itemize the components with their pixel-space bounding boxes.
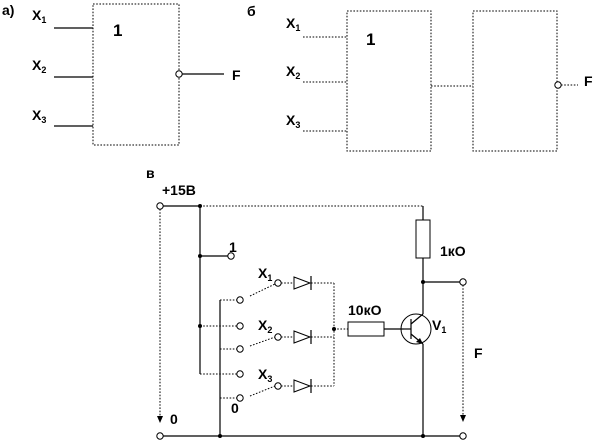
panel-b-label: б — [247, 3, 256, 19]
switch-x2-contact-0 — [236, 345, 244, 353]
load-resistor-label: 1кО — [440, 243, 466, 259]
switch-x3-blade — [249, 385, 276, 397]
switch-x1-pivot — [274, 279, 282, 287]
panel-b-inversion-bubble — [554, 81, 562, 89]
switch-x2-pivot — [274, 333, 282, 341]
switch-x2-contact-1 — [236, 322, 244, 330]
panel-b-input-x2: X2 — [286, 63, 300, 81]
switch-x3-contact-0 — [236, 394, 244, 402]
ground-arrow — [157, 416, 163, 423]
panel-a-input-x2: X2 — [32, 57, 46, 75]
supply-voltage-label: +15В — [162, 182, 196, 198]
switch-x1-blade — [249, 283, 276, 297]
diode-1 — [293, 276, 312, 290]
panel-b-input-x1: X1 — [286, 15, 300, 33]
panel-a-inversion-bubble — [175, 70, 183, 78]
switch-x3-contact-1 — [236, 370, 244, 378]
panel-b-input-x3: X3 — [286, 112, 300, 130]
transistor-emitter-arrow — [416, 338, 423, 344]
logic-one-terminal — [227, 252, 235, 260]
panel-b: б 1 X1 X2 X3 F — [247, 3, 593, 152]
switch-x3-label: X3 — [258, 366, 272, 384]
supply-terminal — [156, 202, 164, 210]
panel-a: а) 1 X1 X2 X3 F — [2, 2, 241, 146]
panel-a-input-x1: X1 — [32, 7, 46, 25]
transistor-collector — [410, 313, 424, 325]
diode-3 — [293, 379, 312, 393]
switch-x1-label: X1 — [258, 265, 272, 283]
switch-x1-contact-0 — [236, 296, 244, 304]
panel-a-input-x3: X3 — [32, 107, 46, 125]
output-terminal-top — [459, 278, 467, 286]
logic-zero-label: 0 — [231, 400, 239, 416]
panel-a-output-label: F — [232, 67, 241, 83]
load-resistor — [415, 219, 431, 259]
panel-c-label: в — [146, 165, 155, 181]
panel-a-gate-symbol: 1 — [113, 21, 122, 40]
output-arrow — [460, 415, 466, 422]
switch-x2-label: X2 — [258, 317, 272, 335]
panel-a-or-gate — [92, 3, 180, 146]
panel-c: в +15В 0 1 0 — [146, 165, 483, 440]
switch-x2-blade — [249, 336, 276, 347]
diode-2 — [293, 330, 312, 344]
panel-b-or-gate — [346, 10, 432, 152]
ground-terminal — [156, 432, 164, 440]
ground-label: 0 — [170, 411, 178, 427]
panel-b-inverter — [472, 10, 558, 152]
base-resistor — [347, 321, 385, 337]
panel-b-output-label: F — [584, 73, 593, 89]
panel-a-label: а) — [2, 2, 14, 18]
base-resistor-label: 10кО — [348, 302, 382, 318]
transistor-v1 — [400, 313, 432, 345]
panel-b-gate-symbol: 1 — [366, 30, 375, 49]
output-terminal-bottom — [459, 432, 467, 440]
output-label: F — [474, 345, 483, 361]
transistor-label: V1 — [432, 317, 446, 335]
switch-x3-pivot — [274, 382, 282, 390]
logic-one-label: 1 — [229, 239, 237, 255]
